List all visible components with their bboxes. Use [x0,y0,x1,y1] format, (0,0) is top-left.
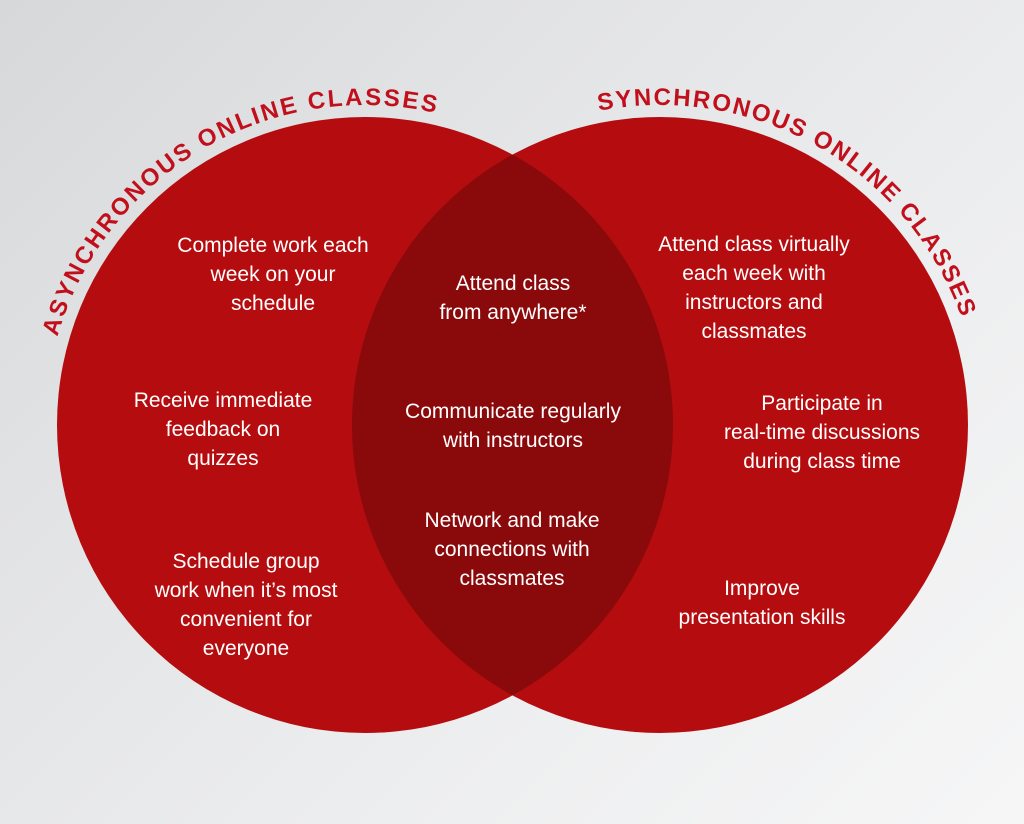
overlap-lens [351,154,674,696]
overlap-item-attend-anywhere: Attend class from anywhere* [439,272,587,324]
right-item-attend-virtually: Attend class virtually each week with in… [658,233,850,343]
left-item-complete-work: Complete work each week on your schedule [177,234,369,315]
overlap-item-communicate-regularly: Communicate regularly with instructors [405,400,621,452]
right-item-presentation-skills: Improve presentation skills [678,577,846,629]
left-item-immediate-feedback: Receive immediate feedback on quizzes [133,389,313,470]
overlap-item-network-connections: Network and make connections with classm… [424,509,600,590]
right-item-realtime-discussions: Participate in real-time discussions dur… [723,392,921,473]
left-item-schedule-group-work: Schedule group work when it’s most conve… [154,550,338,660]
